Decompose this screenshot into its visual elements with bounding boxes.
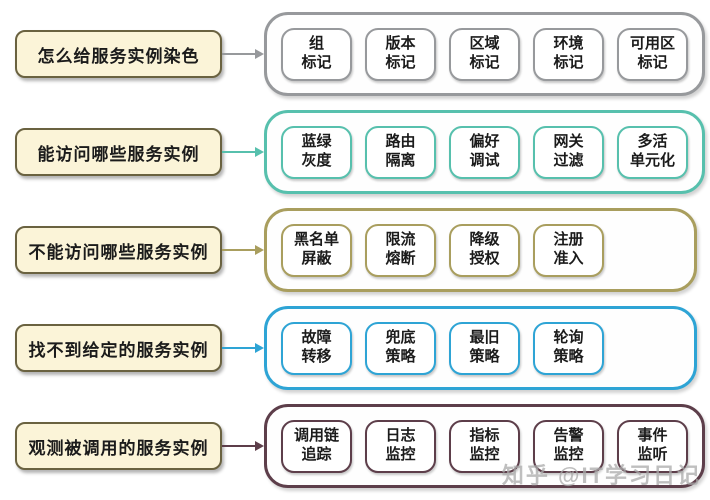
question-label-deny-access: 不能访问哪些服务实例 [15,226,222,274]
question-label-tagging: 怎么给服务实例染色 [15,30,222,78]
item-box: 事件 监听 [617,419,688,473]
arrow-right-icon [222,49,264,58]
question-label-text: 找不到给定的服务实例 [28,340,209,360]
row-observe: 观测被调用的服务实例 调用链 追踪 日志 监控 指标 监控 告警 监控 事件 监… [15,404,705,488]
item-box: 蓝绿 灰度 [281,125,352,179]
item-box: 故障 转移 [281,321,352,375]
item-box: 区域 标记 [449,27,520,81]
item-box: 偏好 调试 [449,125,520,179]
item-box: 限流 熔断 [365,223,436,277]
arrow-right-icon [222,147,264,156]
arrow-right-icon [222,343,264,352]
item-box: 黑名单 屏蔽 [281,223,352,277]
question-label-text: 怎么给服务实例染色 [37,46,200,66]
items-container-allow-access: 蓝绿 灰度 路由 隔离 偏好 调试 网关 过滤 多活 单元化 [264,110,705,194]
item-box: 最旧 策略 [449,321,520,375]
item-box: 组 标记 [281,27,352,81]
row-tagging: 怎么给服务实例染色 组 标记 版本 标记 区域 标记 环境 标记 可用区 标记 [15,12,705,96]
question-label-text: 能访问哪些服务实例 [37,144,200,164]
row-not-found: 找不到给定的服务实例 故障 转移 兜底 策略 最旧 策略 轮询 策略 [15,306,697,390]
item-box: 调用链 追踪 [281,419,352,473]
items-container-observe: 调用链 追踪 日志 监控 指标 监控 告警 监控 事件 监听 [264,404,705,488]
question-label-not-found: 找不到给定的服务实例 [15,324,222,372]
watermark: 知乎 @IT学习日记 [501,463,701,488]
question-label-allow-access: 能访问哪些服务实例 [15,128,222,176]
items-container-tagging: 组 标记 版本 标记 区域 标记 环境 标记 可用区 标记 [264,12,705,96]
item-box: 兜底 策略 [365,321,436,375]
row-allow-access: 能访问哪些服务实例 蓝绿 灰度 路由 隔离 偏好 调试 网关 过滤 多活 单元化 [15,110,705,194]
item-box: 降级 授权 [449,223,520,277]
item-box: 日志 监控 [365,419,436,473]
question-label-text: 观测被调用的服务实例 [28,438,209,458]
arrow-right-icon [222,245,264,254]
item-box: 指标 监控 [449,419,520,473]
item-box: 路由 隔离 [365,125,436,179]
item-box: 网关 过滤 [533,125,604,179]
item-box: 多活 单元化 [617,125,688,179]
question-label-text: 不能访问哪些服务实例 [28,242,209,262]
items-container-deny-access: 黑名单 屏蔽 限流 熔断 降级 授权 注册 准入 [264,208,697,292]
row-deny-access: 不能访问哪些服务实例 黑名单 屏蔽 限流 熔断 降级 授权 注册 准入 [15,208,697,292]
item-box: 版本 标记 [365,27,436,81]
item-box: 环境 标记 [533,27,604,81]
item-box: 注册 准入 [533,223,604,277]
question-label-observe: 观测被调用的服务实例 [15,422,222,470]
item-box: 告警 监控 [533,419,604,473]
item-box: 轮询 策略 [533,321,604,375]
item-box: 可用区 标记 [617,27,688,81]
items-container-not-found: 故障 转移 兜底 策略 最旧 策略 轮询 策略 [264,306,697,390]
arrow-right-icon [222,441,264,450]
